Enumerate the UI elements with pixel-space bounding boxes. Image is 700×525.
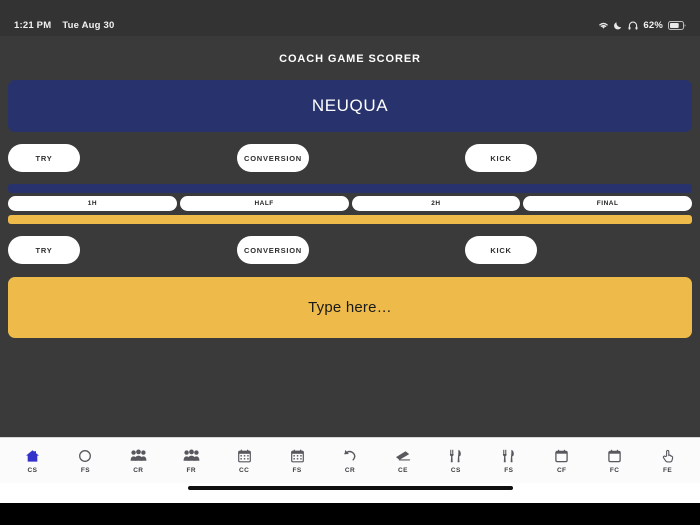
team-banner-home[interactable]: NEUQUA [8, 80, 692, 132]
home-icon [25, 448, 40, 464]
tab-label: CF [556, 466, 567, 474]
tab-fr-roster[interactable]: FR [165, 438, 218, 483]
app-content: COACH GAME SCORER NEUQUA TRY CONVERSION … [0, 36, 700, 437]
period-button-2h[interactable]: 2H [351, 196, 521, 211]
away-conversion-button[interactable]: CONVERSION [237, 236, 309, 264]
home-scoring-row: TRY CONVERSION KICK [0, 144, 700, 172]
status-bar-right: 62% [598, 20, 686, 31]
fork-knife-icon [502, 448, 515, 464]
bottom-bezel [0, 503, 700, 525]
eraser-icon [395, 448, 411, 464]
tab-label: CR [133, 466, 144, 474]
tab-label: FE [662, 466, 673, 474]
tab-label: CS [27, 466, 38, 474]
away-score-bar [8, 215, 692, 224]
period-button-half[interactable]: HALF [179, 196, 349, 211]
battery-percent-label: 62% [643, 19, 663, 31]
people-group-icon [130, 448, 147, 464]
undo-arrow-icon [342, 448, 357, 464]
tab-label: FS [292, 466, 302, 474]
tab-fs-meals[interactable]: FS [482, 438, 535, 483]
home-conversion-button[interactable]: CONVERSION [237, 144, 309, 172]
home-score-bar [8, 184, 692, 193]
tab-label: CR [344, 466, 356, 474]
bottom-tab-bar: CS FS CR [0, 437, 700, 483]
wifi-icon [598, 21, 609, 30]
tab-label: CE [397, 466, 408, 474]
tab-fs-calendar[interactable]: FS [271, 438, 324, 483]
moon-icon [614, 21, 623, 30]
tab-cf-calendar[interactable]: CF [535, 438, 588, 483]
calendar-blank-icon [608, 448, 621, 464]
calendar-icon [237, 448, 251, 464]
fork-knife-icon [449, 448, 462, 464]
calendar-icon [290, 448, 304, 464]
circle-icon [78, 448, 92, 464]
calendar-blank-icon [555, 448, 568, 464]
period-button-final[interactable]: FINAL [523, 196, 692, 211]
headphones-icon [628, 21, 638, 30]
tab-label: FC [609, 466, 620, 474]
tab-cr-undo[interactable]: CR [324, 438, 377, 483]
away-kick-button[interactable]: KICK [465, 236, 537, 264]
period-button-1h[interactable]: 1H [8, 196, 177, 211]
tab-cr-roster[interactable]: CR [112, 438, 165, 483]
tab-cs-home[interactable]: CS [6, 438, 59, 483]
tab-cc-calendar[interactable]: CC [218, 438, 271, 483]
status-bar-left: 1:21 PM Tue Aug 30 [14, 20, 114, 31]
tab-label: FR [186, 466, 196, 474]
tap-hand-icon [661, 448, 675, 464]
notes-input[interactable]: Type here… [8, 277, 692, 338]
tab-fs-circle[interactable]: FS [59, 438, 112, 483]
tab-cs-meals[interactable]: CS [429, 438, 482, 483]
page-title: COACH GAME SCORER [279, 53, 421, 65]
tab-fe-tap[interactable]: FE [641, 438, 694, 483]
home-indicator[interactable] [187, 486, 513, 490]
status-bar: 1:21 PM Tue Aug 30 [0, 0, 700, 36]
away-scoring-row: TRY CONVERSION KICK [0, 236, 700, 264]
tab-label: FS [80, 466, 90, 474]
home-try-button[interactable]: TRY [8, 144, 80, 172]
status-date: Tue Aug 30 [62, 19, 115, 31]
tab-fc-calendar[interactable]: FC [588, 438, 641, 483]
battery-icon [668, 20, 686, 30]
home-kick-button[interactable]: KICK [465, 144, 537, 172]
tab-label: CS [450, 466, 461, 474]
tab-label: FS [504, 466, 514, 474]
status-time: 1:21 PM [14, 19, 52, 31]
tab-ce-eraser[interactable]: CE [376, 438, 429, 483]
tab-label: CC [239, 466, 250, 474]
period-selector: 1H HALF 2H FINAL [8, 196, 692, 211]
home-indicator-area [0, 483, 700, 503]
people-group-icon [183, 448, 200, 464]
away-try-button[interactable]: TRY [8, 236, 80, 264]
